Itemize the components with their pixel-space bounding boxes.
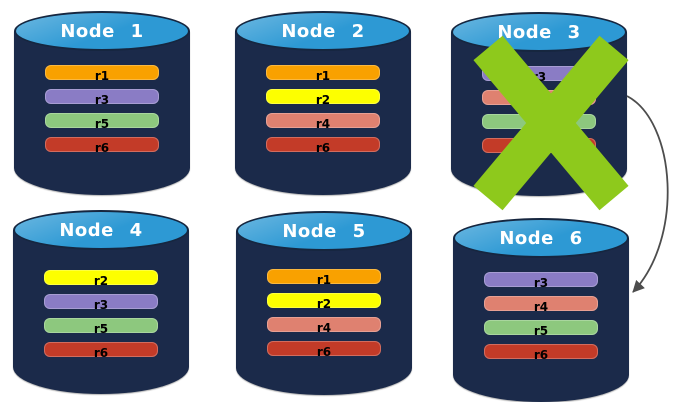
replica-bar-r2: r2 [266,89,380,107]
node-title: Node 5 [282,220,366,242]
replica-list: r1 r3 r5 r6 [45,65,159,161]
replica-label: r6 [316,345,332,359]
cylinder-top: Node 2 [235,11,411,51]
replica-label: r4 [315,117,331,131]
replica-bar-r5: r5 [484,320,598,338]
replica-bar-r5: r5 [44,318,158,336]
cylinder-body [236,231,412,395]
replica-label: r3 [94,93,110,107]
replica-bar-r3: r3 [44,294,158,312]
replica-label: r1 [315,69,331,83]
replica-bar-r6: r6 [267,341,381,359]
replica-label: r6 [315,141,331,155]
node-title: Node 4 [59,219,143,241]
cylinder-top: Node 5 [236,211,412,251]
replica-bar-r3: r3 [45,89,159,107]
node-1: Node 1 r1 r3 r5 r6 [14,11,190,195]
node-2: Node 2 r1 r2 r4 r6 [235,11,411,195]
cylinder-top: Node 6 [453,218,629,258]
replica-bar-r4: r4 [266,113,380,131]
node-title: Node 3 [497,21,581,43]
cylinder-body [13,230,189,394]
replica-label: r6 [93,346,109,360]
cylinder-top: Node 1 [14,11,190,51]
replica-bar-r6: r6 [45,137,159,155]
replica-label: r5 [94,117,110,131]
replica-bar-r6: r6 [266,137,380,155]
replica-bar-r6: r6 [484,344,598,362]
replica-bar-r4: r4 [484,296,598,314]
replica-label: r4 [533,300,549,314]
replica-list: r2 r3 r5 r6 [44,270,158,366]
replica-label: r2 [93,274,109,288]
failover-arrow-curve [626,95,669,293]
node-title: Node 1 [60,20,144,42]
node-title: Node 6 [499,227,583,249]
replica-label: r2 [315,93,331,107]
node-title: Node 2 [281,20,365,42]
replica-label: r5 [533,324,549,338]
replica-label: r2 [316,297,332,311]
replica-label: r6 [533,348,549,362]
replica-bar-r4: r4 [267,317,381,335]
failure-x-icon [473,35,629,211]
replica-bar-r2: r2 [267,293,381,311]
node-6: Node 6 r3 r4 r5 r6 [453,218,629,402]
replica-bar-r3: r3 [484,272,598,290]
replica-bar-r1: r1 [266,65,380,83]
replica-list: r3 r4 r5 r6 [484,272,598,368]
replica-label: r3 [93,298,109,312]
cylinder-top: Node 4 [13,210,189,250]
replica-label: r1 [316,273,332,287]
node-4: Node 4 r2 r3 r5 r6 [13,210,189,394]
node-5: Node 5 r1 r2 r4 r6 [236,211,412,395]
replica-bar-r6: r6 [44,342,158,360]
replica-bar-r1: r1 [45,65,159,83]
replica-label: r1 [94,69,110,83]
replica-list: r1 r2 r4 r6 [266,65,380,161]
replica-bar-r1: r1 [267,269,381,287]
replica-list: r1 r2 r4 r6 [267,269,381,365]
replica-label: r3 [533,276,549,290]
replica-bar-r5: r5 [45,113,159,131]
replica-bar-r2: r2 [44,270,158,288]
replica-label: r6 [94,141,110,155]
replica-label: r4 [316,321,332,335]
replica-label: r5 [93,322,109,336]
